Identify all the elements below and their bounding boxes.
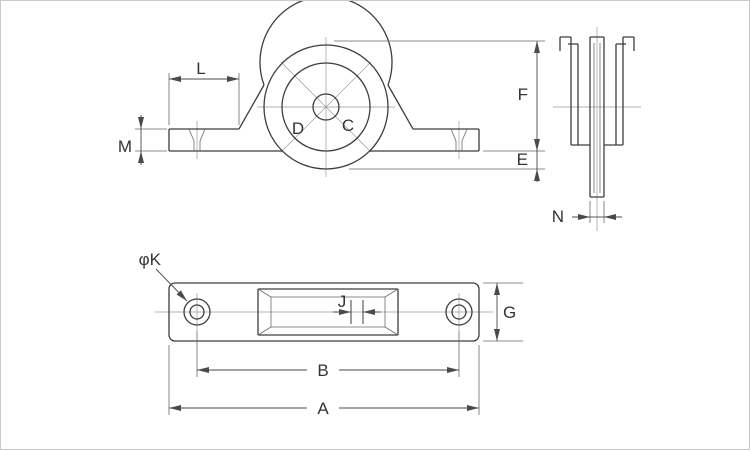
dim-label-L: L [196, 59, 205, 78]
dim-label-E: E [517, 150, 528, 169]
dim-label-D: D [292, 119, 304, 138]
front-dimensions: L M D C F E [118, 40, 545, 182]
side-dimensions: N [552, 201, 622, 226]
dim-label-M: M [118, 137, 132, 156]
plan-dimensions: φK J G B A [139, 250, 523, 418]
housing-arc [259, 1, 393, 86]
dim-label-F: F [518, 85, 528, 104]
countersunk-screw-holes [188, 128, 468, 151]
plan-view: φK J G B A [139, 250, 523, 418]
dim-label-A: A [317, 399, 329, 418]
roller-edge-outline [589, 36, 605, 198]
left-hole-countersink [183, 298, 211, 326]
ext-lines-G [483, 282, 523, 342]
axle-hole-circle [312, 93, 340, 121]
dim-label-phiK: φK [139, 250, 162, 269]
front-extension-lines [135, 40, 545, 170]
plan-center-lines [155, 293, 493, 331]
side-center-lines [553, 27, 641, 231]
left-hole-bore [189, 304, 205, 320]
bracket-plate-outline [168, 84, 480, 152]
right-hole-bore [451, 304, 467, 320]
dim-label-N: N [552, 207, 564, 226]
dim-label-J: J [338, 292, 347, 311]
dim-label-B: B [317, 361, 328, 380]
center-boss-bevel [257, 288, 399, 336]
dim-label-G: G [503, 303, 516, 322]
base-plate-outline [168, 282, 480, 342]
channel-profile [559, 36, 635, 146]
leader-line-phiK [155, 268, 188, 302]
front-center-lines [196, 37, 460, 177]
roller-outer-circle [263, 44, 389, 170]
right-hole-countersink [445, 298, 473, 326]
roller-edge-inner-lines [593, 43, 601, 193]
dim-label-C: C [342, 116, 354, 135]
roller-groove-circle [281, 62, 371, 152]
front-view: L M D C F E [118, 1, 545, 182]
side-view: N [552, 27, 641, 231]
ext-lines-A [168, 345, 480, 415]
center-boss-outline [257, 288, 399, 336]
